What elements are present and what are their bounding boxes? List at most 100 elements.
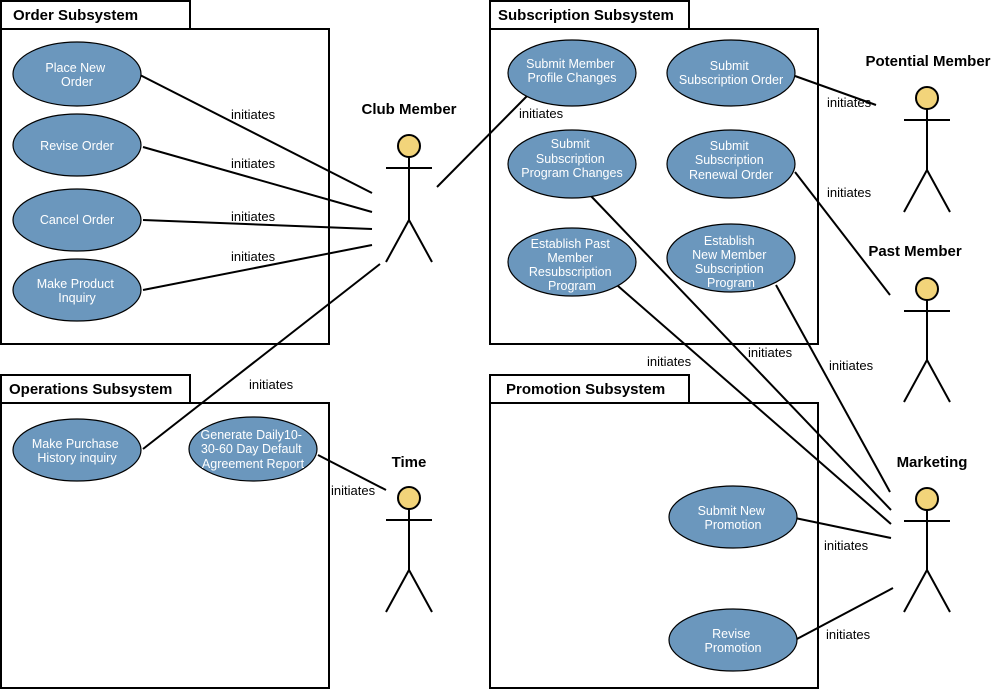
association-generate-report: [317, 454, 387, 491]
use-case-ellipse: [12, 258, 142, 322]
association-cancel-order: [142, 219, 373, 230]
association-label: initiates: [827, 95, 872, 110]
actor-past-member[interactable]: Past Member: [868, 243, 962, 403]
association-label: initiates: [231, 156, 276, 171]
use-case-ellipse: [12, 41, 142, 107]
use-case-label: Establish Past Member Resubscription Pro…: [529, 237, 615, 293]
use-case-ellipse: [507, 129, 637, 199]
use-case-establish-new-member-subscription-program[interactable]: Establish New Member Subscription Progra…: [666, 223, 796, 293]
association-label: initiates: [827, 185, 872, 200]
use-case-revise-order[interactable]: Revise Order: [12, 113, 142, 177]
association-label: initiates: [231, 209, 276, 224]
use-case-label: Submit New Promotion: [698, 504, 769, 532]
association-place-new-order: [139, 74, 373, 194]
use-case-label: Revise Order: [40, 139, 114, 153]
use-case-label: Make Purchase History inquiry: [32, 437, 122, 465]
association-label: initiates: [519, 106, 564, 121]
actor-time[interactable]: Time: [385, 454, 433, 613]
association-label: initiates: [231, 249, 276, 264]
use-case-label: Generate Daily10- 30-60 Day Default Agre…: [201, 428, 306, 471]
use-case-place-new-order[interactable]: Place New Order: [12, 41, 142, 107]
actor-club-member[interactable]: Club Member: [361, 101, 457, 263]
use-case-generate-daily-default-agreement-report[interactable]: Generate Daily10- 30-60 Day Default Agre…: [188, 416, 318, 482]
use-case-ellipse: [666, 223, 796, 293]
use-case-ellipse: [666, 39, 796, 107]
association-make-purchase-history: [142, 263, 381, 450]
use-case-establish-past-member-resubscription-program[interactable]: Establish Past Member Resubscription Pro…: [507, 227, 637, 297]
use-case-ellipse: [668, 485, 798, 549]
association-labels: initiates initiates initiates initiates …: [231, 95, 874, 642]
promotion-subsystem: Promotion Subsystem: [489, 374, 819, 689]
use-case-ellipse: [12, 113, 142, 177]
actor-potential-member[interactable]: Potential Member: [865, 53, 991, 213]
use-case-submit-subscription-program-changes[interactable]: Submit Subscription Program Changes: [507, 129, 637, 199]
use-case-label: Submit Subscription Renewal Order: [689, 139, 773, 182]
use-case-ellipse: [666, 129, 796, 199]
actor-name: Potential Member: [865, 53, 990, 70]
use-case-label: Revise Promotion: [705, 627, 762, 655]
association-label: initiates: [249, 377, 294, 392]
actor-body-icon: [903, 109, 951, 213]
actor-head-icon: [915, 487, 939, 511]
use-case-label: Submit Subscription Program Changes: [521, 137, 622, 180]
association-subscription-renewal: [794, 171, 891, 296]
actor-head-icon: [915, 277, 939, 301]
actor-name: Time: [392, 454, 427, 471]
use-case-make-purchase-history-inquiry[interactable]: Make Purchase History inquiry: [12, 418, 142, 482]
actor-name: Marketing: [897, 454, 968, 471]
actor-name: Club Member: [361, 101, 456, 118]
use-cases: Place New Order Revise Order Cancel Orde…: [12, 39, 798, 672]
use-case-label: Make Product Inquiry: [37, 277, 118, 305]
association-label: initiates: [647, 354, 692, 369]
order-subsystem-title: Order Subsystem: [13, 7, 138, 24]
promotion-subsystem-title: Promotion Subsystem: [506, 381, 665, 398]
use-case-submit-member-profile-changes[interactable]: Submit Member Profile Changes: [507, 39, 637, 107]
use-case-label: Submit Member Profile Changes: [526, 57, 618, 85]
subscription-subsystem-title: Subscription Subsystem: [498, 7, 674, 24]
promotion-subsystem-tab: [489, 374, 690, 404]
use-case-submit-subscription-order[interactable]: Submit Subscription Order: [666, 39, 796, 107]
association-new-member-subscription: [775, 284, 891, 493]
actor-name: Past Member: [868, 243, 962, 260]
association-subscription-order: [794, 75, 877, 106]
associations: [139, 74, 894, 641]
actor-body-icon: [385, 157, 433, 263]
use-case-label: Place New Order: [45, 61, 108, 89]
association-revise-promotion: [794, 587, 894, 641]
association-past-member-resubscription: [617, 285, 892, 525]
use-case-label: Establish New Member Subscription Progra…: [692, 234, 770, 290]
operations-subsystem-title: Operations Subsystem: [9, 381, 172, 398]
use-case-submit-subscription-renewal-order[interactable]: Submit Subscription Renewal Order: [666, 129, 796, 199]
use-case-cancel-order[interactable]: Cancel Order: [12, 188, 142, 252]
use-case-revise-promotion[interactable]: Revise Promotion: [668, 608, 798, 672]
association-label: initiates: [331, 483, 376, 498]
actor-body-icon: [903, 510, 951, 613]
actor-body-icon: [903, 300, 951, 403]
use-case-label: Cancel Order: [40, 213, 114, 227]
association-subscription-program-changes: [589, 194, 892, 511]
order-subsystem-tab: [0, 0, 191, 30]
association-make-product-inquiry: [142, 244, 373, 291]
use-case-ellipse: [12, 188, 142, 252]
association-member-profile-changes: [436, 94, 529, 188]
association-label: initiates: [826, 627, 871, 642]
subscription-subsystem-tab: [489, 0, 690, 30]
association-label: initiates: [829, 358, 874, 373]
use-case-make-product-inquiry[interactable]: Make Product Inquiry: [12, 258, 142, 322]
association-label: initiates: [824, 538, 869, 553]
association-label: initiates: [748, 345, 793, 360]
use-case-ellipse: [668, 608, 798, 672]
actor-body-icon: [385, 509, 433, 613]
use-case-ellipse: [507, 227, 637, 297]
actor-head-icon: [397, 486, 421, 510]
association-label: initiates: [231, 107, 276, 122]
use-case-ellipse: [12, 418, 142, 482]
association-revise-order: [142, 146, 373, 213]
actor-head-icon: [915, 86, 939, 110]
use-case-submit-new-promotion[interactable]: Submit New Promotion: [668, 485, 798, 549]
actor-marketing[interactable]: Marketing: [897, 454, 968, 613]
use-case-ellipse: [188, 416, 318, 482]
actor-head-icon: [397, 134, 421, 158]
use-case-ellipse: [507, 39, 637, 107]
